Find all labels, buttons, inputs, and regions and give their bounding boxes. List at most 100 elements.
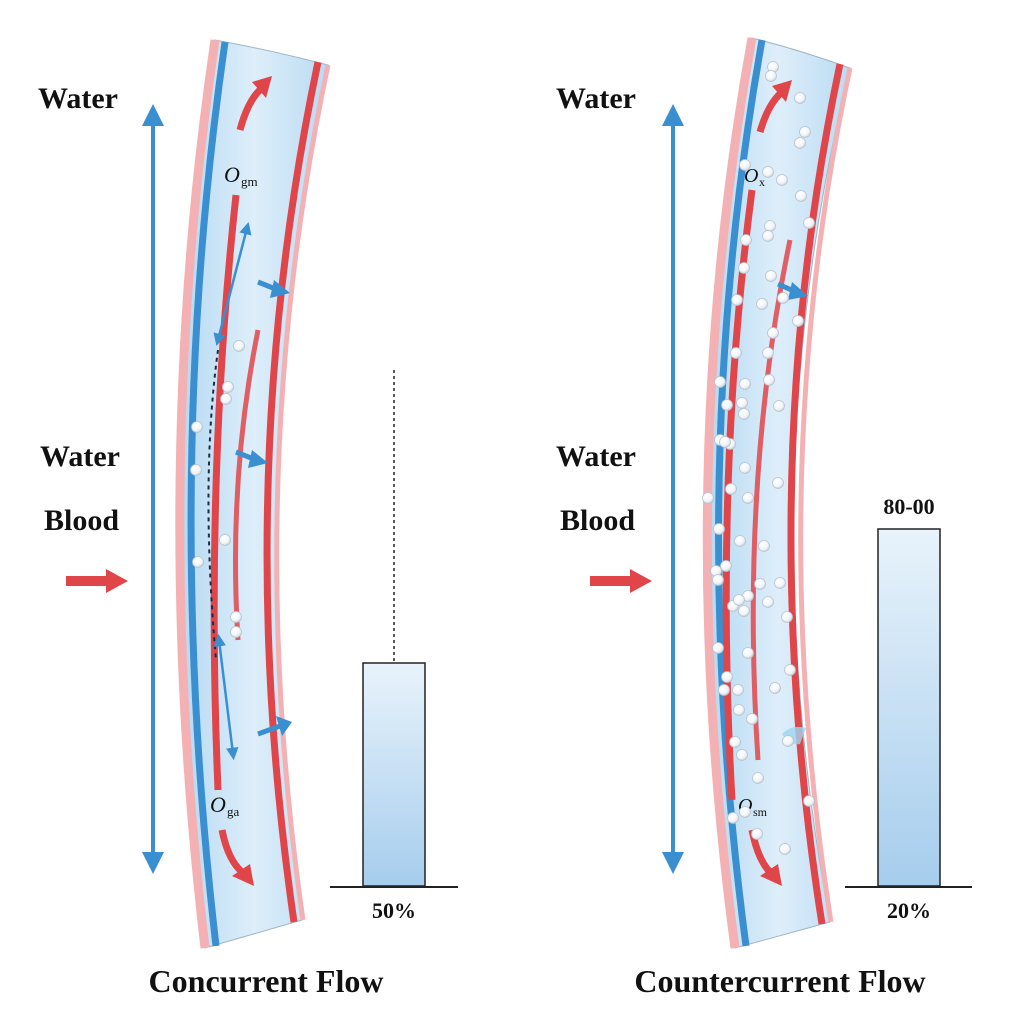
oxygen-bubble bbox=[713, 523, 725, 535]
oxygen-bubble bbox=[721, 399, 733, 411]
oxygen-bubble bbox=[230, 611, 242, 623]
svg-text:gm: gm bbox=[241, 174, 258, 189]
oxygen-bubble bbox=[733, 594, 745, 606]
oxygen-bubble bbox=[772, 477, 784, 489]
bar-value-label: 50% bbox=[372, 898, 416, 923]
oxygen-bubble bbox=[714, 376, 726, 388]
oxygen-bubble bbox=[725, 483, 737, 495]
oxygen-bubble bbox=[230, 626, 242, 638]
bar-top-label: 80-00 bbox=[883, 494, 934, 519]
oxygen-bubble bbox=[220, 393, 232, 405]
svg-text:ga: ga bbox=[227, 804, 240, 819]
oxygen-bubble bbox=[739, 806, 751, 818]
oxygen-bubble bbox=[739, 378, 751, 390]
oxygen-bubble bbox=[712, 574, 724, 586]
bar bbox=[362, 662, 426, 887]
oxygen-bubbles bbox=[190, 340, 245, 638]
oxygen-bubble bbox=[751, 828, 763, 840]
double-arrow-icon bbox=[142, 104, 164, 874]
svg-text:O: O bbox=[744, 165, 758, 187]
oxygen-bubble bbox=[773, 400, 785, 412]
oxygen-bubble bbox=[718, 684, 730, 696]
oxygen-bubble bbox=[738, 408, 750, 420]
bar bbox=[877, 528, 941, 887]
oxygen-bubble bbox=[219, 534, 231, 546]
diffusion-arrow-icon bbox=[257, 279, 290, 298]
vessel bbox=[175, 39, 331, 949]
oxygen-bubble bbox=[777, 292, 789, 304]
oxygen-bubble bbox=[739, 462, 751, 474]
oxygen-bubble bbox=[767, 327, 779, 339]
oxygen-bubble bbox=[732, 684, 744, 696]
oxygen-bubble bbox=[738, 605, 750, 617]
flow-up-arrow-icon bbox=[756, 80, 792, 133]
blood-inflow-arrow-icon bbox=[590, 569, 652, 593]
oxygen-bubble bbox=[727, 812, 739, 824]
oxygen-bubble bbox=[740, 234, 752, 246]
bar-chart-concurrent: 50% bbox=[330, 370, 458, 923]
oxygen-bubble bbox=[730, 347, 742, 359]
flow-up-arrow-icon bbox=[236, 76, 272, 131]
oxygen-bubble bbox=[734, 535, 746, 547]
oxygen-bubble bbox=[736, 749, 748, 761]
oxygen-bubble bbox=[762, 347, 774, 359]
oxygen-bubble bbox=[776, 174, 788, 186]
diffusion-arrow-icon bbox=[235, 449, 268, 468]
oxygen-label-top: O gm bbox=[224, 162, 258, 189]
oxygen-bubble bbox=[746, 713, 758, 725]
oxygen-bubbles bbox=[702, 61, 815, 855]
oxygen-bubble bbox=[763, 374, 775, 386]
oxygen-bubble bbox=[720, 560, 732, 572]
oxygen-bubble bbox=[799, 126, 811, 138]
oxygen-bubble bbox=[729, 736, 741, 748]
oxygen-bubble bbox=[794, 137, 806, 149]
panel-title: Concurrent Flow bbox=[149, 963, 384, 999]
svg-text:O: O bbox=[210, 792, 226, 817]
oxygen-bubble bbox=[765, 270, 777, 282]
oxygen-bubble bbox=[752, 772, 764, 784]
oxygen-bubble bbox=[702, 492, 714, 504]
oxygen-bubble bbox=[779, 843, 791, 855]
oxygen-bubble bbox=[222, 381, 234, 393]
oxygen-bubble bbox=[733, 704, 745, 716]
oxygen-bubble bbox=[754, 578, 766, 590]
water-top-label: Water bbox=[38, 82, 118, 115]
oxygen-bubble bbox=[762, 166, 774, 178]
oxygen-label-bottom: O ga bbox=[210, 792, 240, 819]
oxygen-bubble bbox=[774, 577, 786, 589]
water-mid-label: Water bbox=[556, 440, 636, 473]
oxygen-label-top: O x bbox=[744, 165, 765, 189]
oxygen-bubble bbox=[769, 682, 781, 694]
oxygen-bubble bbox=[721, 671, 733, 683]
oxygen-bubble bbox=[756, 298, 768, 310]
oxygen-bubble bbox=[792, 315, 804, 327]
panel-countercurrent: Water Water Blood bbox=[556, 37, 972, 999]
blood-inflow-arrow-icon bbox=[66, 569, 128, 593]
oxygen-bubble bbox=[233, 340, 245, 352]
svg-text:x: x bbox=[759, 175, 765, 189]
bar-chart-countercurrent: 80-00 20% bbox=[845, 494, 972, 923]
diffusion-arrow-icon bbox=[776, 281, 808, 300]
oxygen-bubble bbox=[738, 262, 750, 274]
flow-down-arrow-icon bbox=[218, 829, 254, 886]
water-top-label: Water bbox=[556, 82, 636, 115]
oxygen-bubble bbox=[784, 664, 796, 676]
oxygen-bubble bbox=[731, 294, 743, 306]
oxygen-bubble bbox=[762, 596, 774, 608]
oxygen-bubble bbox=[191, 421, 203, 433]
bar-value-label: 20% bbox=[887, 898, 931, 923]
oxygen-bubble bbox=[803, 795, 815, 807]
diffusion-arrow-icon bbox=[257, 716, 292, 737]
oxygen-bubble bbox=[794, 92, 806, 104]
oxygen-bubble bbox=[736, 397, 748, 409]
oxygen-bubble bbox=[758, 540, 770, 552]
oxygen-bubble bbox=[712, 642, 724, 654]
svg-text:O: O bbox=[224, 162, 240, 187]
oxygen-bubble bbox=[190, 464, 202, 476]
oxygen-bubble bbox=[765, 70, 777, 82]
water-mid-label: Water bbox=[40, 440, 120, 473]
oxygen-bubble bbox=[781, 611, 793, 623]
oxygen-bubble bbox=[803, 217, 815, 229]
blood-label: Blood bbox=[44, 504, 119, 537]
